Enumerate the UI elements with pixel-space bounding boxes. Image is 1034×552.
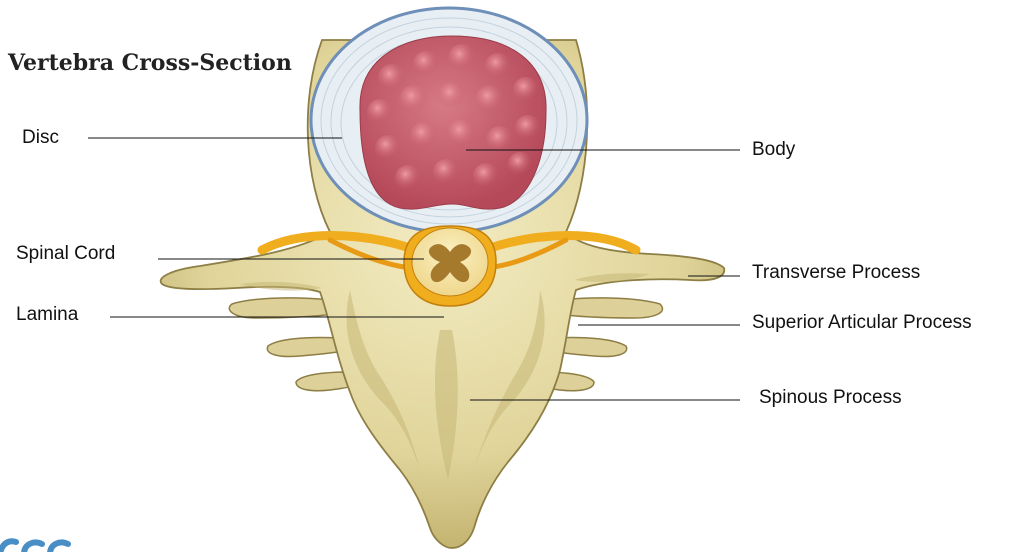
- diagram-title: Vertebra Cross-Section: [8, 50, 292, 76]
- label-disc: Disc: [22, 127, 59, 149]
- label-spinal-cord: Spinal Cord: [16, 243, 115, 265]
- partial-logo: [0, 532, 84, 552]
- label-spinous-process: Spinous Process: [759, 387, 902, 409]
- label-body: Body: [752, 139, 795, 161]
- label-lamina: Lamina: [16, 304, 78, 326]
- label-transverse-process: Transverse Process: [752, 262, 920, 284]
- label-superior-articular-process: Superior Articular Process: [752, 312, 972, 334]
